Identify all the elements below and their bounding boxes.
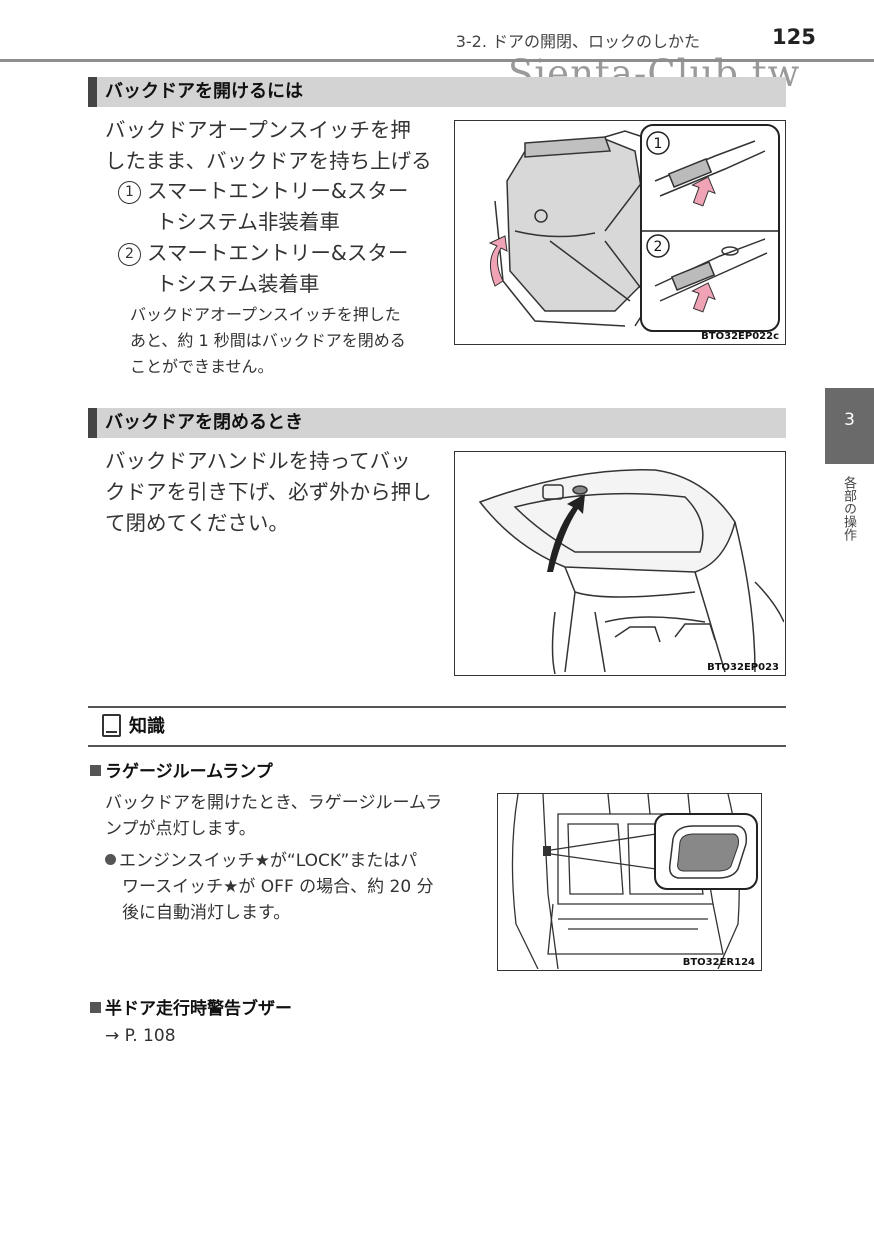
page-reference-link[interactable]: → P. 108 bbox=[105, 1026, 176, 1046]
section1-note: バックドアオープンスイッチを押した あと、約 1 秒間はバックドアを閉める こと… bbox=[130, 302, 450, 380]
figure-luggage-lamp: BTO32ER124 bbox=[497, 793, 762, 971]
square-bullet-icon bbox=[90, 1002, 101, 1013]
text-line: トシステム装着車 bbox=[156, 272, 320, 296]
figure-backdoor-open: 1 2 BTO32EP022c bbox=[454, 120, 786, 345]
header-section-title: 3-2. ドアの開閉、ロックのしかた bbox=[455, 32, 700, 51]
text-line: スマートエントリー&スター bbox=[147, 179, 409, 203]
text-line: バックドアを開けたとき、ラゲージルームラ bbox=[105, 793, 443, 813]
knowledge-top-rule bbox=[88, 706, 786, 708]
knowledge-heading: 知識 bbox=[102, 712, 165, 738]
topic1-bullet: エンジンスイッチ★が“LOCK”またはパ ワースイッチ★が OFF の場合、約 … bbox=[105, 848, 495, 926]
inset-number: 1 bbox=[654, 136, 663, 152]
text-line: 後に自動消灯します。 bbox=[122, 903, 291, 923]
backdoor-close-illustration bbox=[478, 469, 785, 675]
section2-body: バックドアハンドルを持ってバッ クドアを引き下げ、必ず外から押し て閉めてくださ… bbox=[105, 446, 450, 539]
topic-title: 半ドア走行時警告ブザー bbox=[105, 999, 292, 1019]
page-number: 125 bbox=[772, 25, 816, 49]
inset-number: 2 bbox=[654, 239, 663, 255]
text-line: バックドアハンドルを持ってバッ bbox=[105, 449, 411, 473]
section-heading-close: バックドアを閉めるとき bbox=[88, 408, 786, 438]
list-item-2: 2 スマートエントリー&スター トシステム装着車 bbox=[118, 238, 453, 300]
section1-body: バックドアオープンスイッチを押 したまま、バックドアを持ち上げる bbox=[105, 115, 450, 177]
text-line: スマートエントリー&スター bbox=[147, 241, 409, 265]
book-icon bbox=[102, 714, 121, 737]
text-line: クドアを引き下げ、必ず外から押し bbox=[105, 480, 432, 504]
section-heading-text: バックドアを閉めるとき bbox=[105, 412, 303, 433]
section-heading-text: バックドアを開けるには bbox=[105, 81, 303, 102]
figure-code: BTO32EP023 bbox=[707, 662, 779, 673]
chapter-tab[interactable]: 3 bbox=[825, 388, 874, 464]
text-line: て閉めてください。 bbox=[105, 511, 289, 535]
text-line: ことができません。 bbox=[130, 357, 274, 376]
text-line: ンプが点灯します。 bbox=[105, 819, 256, 839]
text-line: バックドアオープンスイッチを押 bbox=[105, 118, 411, 142]
text-line: トシステム非装着車 bbox=[156, 210, 340, 234]
knowledge-title: 知識 bbox=[129, 716, 165, 737]
knowledge-bottom-rule bbox=[88, 745, 786, 747]
topic-heading-luggage-lamp: ラゲージルームランプ bbox=[90, 757, 273, 782]
topic-title: ラゲージルームランプ bbox=[105, 762, 273, 782]
list-item-1: 1 スマートエントリー&スター トシステム非装着車 bbox=[118, 176, 453, 238]
text-line: したまま、バックドアを持ち上げる bbox=[105, 149, 432, 173]
figure-code: BTO32ER124 bbox=[682, 957, 755, 968]
text-line: ワースイッチ★が OFF の場合、約 20 分 bbox=[122, 877, 434, 897]
text-line: エンジンスイッチ★が“LOCK”またはパ bbox=[119, 851, 418, 871]
figure-code: BTO32EP022c bbox=[701, 331, 779, 342]
luggage-lamp-illustration bbox=[511, 793, 758, 970]
circled-number: 2 bbox=[118, 243, 141, 266]
topic-heading-door-buzzer: 半ドア走行時警告ブザー bbox=[90, 994, 292, 1019]
topic1-body: バックドアを開けたとき、ラゲージルームラ ンプが点灯します。 bbox=[105, 790, 495, 842]
backdoor-open-illustration: 1 2 bbox=[488, 124, 780, 332]
chapter-number: 3 bbox=[844, 410, 855, 430]
header-rule bbox=[0, 59, 874, 62]
square-bullet-icon bbox=[90, 765, 101, 776]
chapter-label: 各部の操作 bbox=[841, 476, 856, 541]
text-line: バックドアオープンスイッチを押した bbox=[130, 305, 401, 324]
text-line: あと、約 1 秒間はバックドアを閉める bbox=[130, 331, 406, 350]
bullet-dot-icon bbox=[105, 854, 116, 865]
circled-number: 1 bbox=[118, 181, 141, 204]
section-heading-open: バックドアを開けるには bbox=[88, 77, 786, 107]
figure-backdoor-close: BTO32EP023 bbox=[454, 451, 786, 676]
